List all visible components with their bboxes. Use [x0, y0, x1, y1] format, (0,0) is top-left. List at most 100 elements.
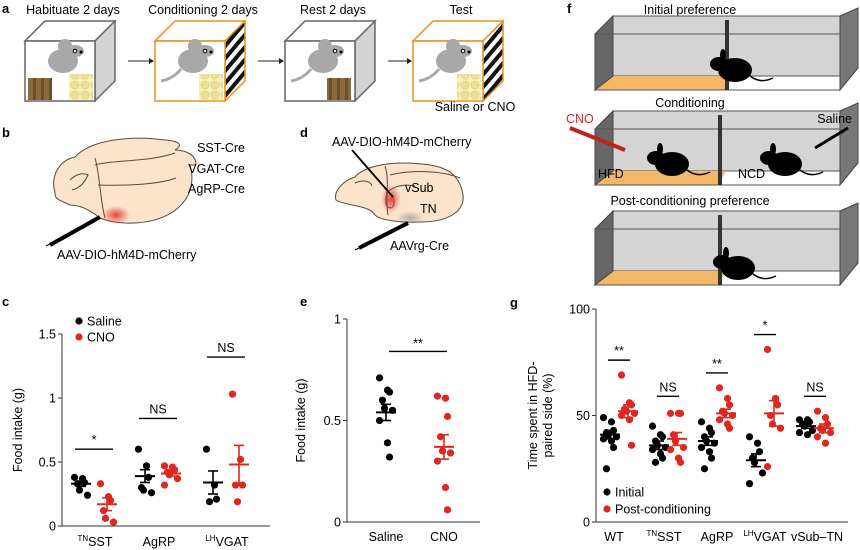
- title-post-conditioning: Post-conditioning preference: [610, 194, 769, 208]
- post-conditioning-point: [676, 409, 685, 417]
- mouse-eye: [460, 48, 466, 54]
- post-conditioning-point: [666, 409, 675, 417]
- cno-point: [233, 498, 242, 506]
- initial-point: [753, 439, 762, 447]
- significance-label: NS: [149, 402, 166, 416]
- initial-point: [803, 431, 812, 439]
- cno-point: [101, 514, 110, 522]
- cno-point: [96, 480, 105, 488]
- significance-label: *: [92, 433, 97, 447]
- x-tick-label-superscript: TN: [78, 534, 89, 543]
- mouse-head: [713, 255, 731, 269]
- cre-line-sst: SST-Cre: [197, 141, 245, 155]
- group-agrp: NS AgRP: [134, 402, 182, 549]
- mouse-ear: [657, 143, 663, 155]
- test-note: Saline or CNO: [435, 100, 516, 114]
- saline-point: [83, 491, 92, 499]
- saline-point: [142, 462, 151, 470]
- y-tick-label: 0: [583, 516, 590, 530]
- hfd-side-label: HFD: [598, 167, 624, 181]
- post-conditioning-point: [715, 384, 724, 392]
- mouse-silhouette-icon: [710, 49, 774, 82]
- mouse-ear: [720, 49, 726, 61]
- legend-marker: [75, 333, 83, 341]
- saline-point: [75, 486, 84, 494]
- cno-point: [160, 462, 169, 470]
- significance-label: **: [614, 344, 624, 358]
- mouse-silhouette-icon: [713, 247, 777, 280]
- mouse-tail: [418, 68, 441, 83]
- saline-point: [385, 453, 394, 461]
- significance-label: **: [712, 357, 722, 371]
- step-title: Conditioning 2 days: [148, 3, 258, 17]
- cno-point: [109, 518, 118, 526]
- cre-line-vgat: VGAT-Cre: [188, 162, 245, 176]
- hfd-food-icon: [199, 74, 223, 100]
- cno-point: [238, 481, 247, 489]
- tn-glow: [396, 211, 424, 225]
- saline-point: [147, 489, 156, 497]
- mouse-nose: [209, 50, 213, 54]
- significance-label: *: [763, 319, 768, 333]
- post-conditioning-point: [725, 401, 734, 409]
- x-tick-label: AgRP: [143, 535, 176, 549]
- vsub-glow: [381, 185, 401, 213]
- mouse-head: [760, 151, 778, 165]
- saline-point: [80, 478, 89, 487]
- panel-f-label: f: [567, 1, 572, 16]
- legend-label: Post-conditioning: [615, 503, 711, 517]
- mouse-icon: [418, 39, 472, 83]
- step-title: Rest 2 days: [300, 3, 366, 17]
- cno-point: [441, 483, 450, 492]
- legend-label: Initial: [615, 486, 644, 500]
- injection-site-glow: [102, 206, 130, 224]
- panel-d: d AAV-DIO-hM4D-mCherry vSub TN AAVrg-Cre: [300, 125, 472, 253]
- region-vsub: vSub: [405, 181, 434, 195]
- cage-step-4: Test: [411, 3, 505, 103]
- saline-point: [134, 445, 143, 453]
- x-tick-label: Saline: [369, 530, 404, 544]
- y-tick-label: 100: [569, 303, 590, 317]
- x-tick-label-superscript: TN: [647, 529, 658, 538]
- saline-point: [70, 473, 79, 481]
- group-agrp: **AgRP: [697, 357, 737, 544]
- x-tick-label: WT: [604, 530, 624, 544]
- title-initial-preference: Initial preference: [644, 3, 736, 17]
- initial-point: [697, 418, 706, 426]
- group-vgat: * LHVGAT: [743, 319, 787, 544]
- step-title: Habituate 2 days: [26, 3, 120, 17]
- initial-point: [745, 433, 754, 441]
- mouse-silhouette-icon: [647, 143, 711, 176]
- x-tick-label: LHVGAT: [205, 534, 249, 549]
- initial-point: [599, 414, 608, 422]
- saline-point: [202, 445, 211, 453]
- y-tick-label: 0.5: [39, 456, 56, 470]
- syringe-icon: [49, 215, 101, 247]
- initial-point: [651, 458, 660, 466]
- box-divider: [725, 20, 729, 90]
- mouse-ear: [723, 247, 729, 259]
- post-conditioning-point: [826, 428, 835, 437]
- injection-label: AAV-DIO-hM4D-mCherry: [57, 248, 197, 262]
- mouse-tail: [752, 273, 777, 280]
- post-conditioning-point: [676, 458, 685, 466]
- hfd-floor: [595, 271, 726, 285]
- y-axis-label: Food intake (g): [294, 378, 308, 462]
- y-tick-label: 0.5: [324, 414, 341, 428]
- panel-d-label: d: [300, 125, 308, 140]
- box-divider: [718, 115, 722, 185]
- mouse-tail: [290, 68, 313, 83]
- initial-point: [707, 428, 716, 437]
- saline-syringe-icon: [814, 126, 849, 150]
- y-axis-label: Food intake (g): [11, 388, 25, 472]
- saline-point: [375, 416, 384, 425]
- saline-syringe-label: Saline: [817, 112, 852, 126]
- x-tick-label-main: VGAT: [216, 535, 249, 549]
- saline-point: [205, 498, 214, 506]
- post-conditioning-point: [773, 401, 782, 409]
- x-tick-label: LHVGAT: [743, 529, 787, 544]
- x-tick-label: CNO: [430, 530, 458, 544]
